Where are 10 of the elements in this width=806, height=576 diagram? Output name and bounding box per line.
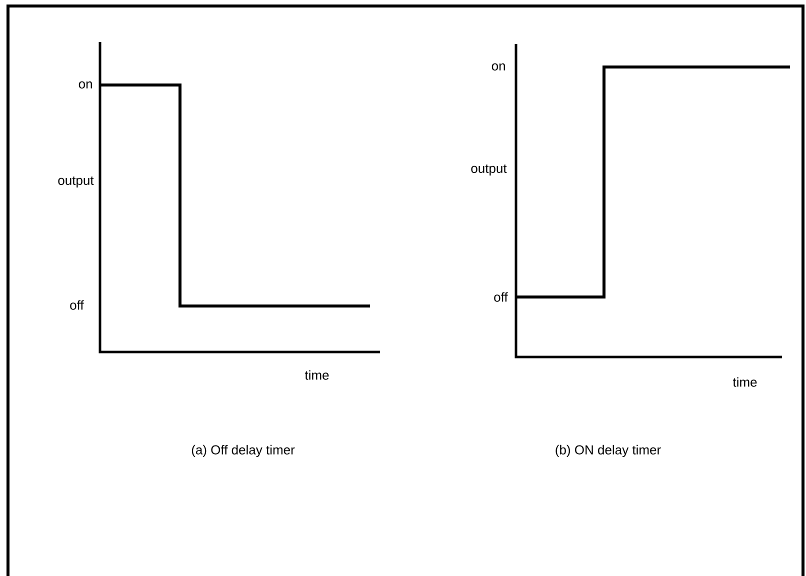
axis-label: on (78, 81, 92, 89)
axis-label: time (304, 370, 329, 380)
axis-label: time (732, 377, 757, 387)
axis-label: on (492, 63, 505, 71)
caption: (a) Off delay timer (192, 444, 295, 458)
axis-label: off (70, 300, 84, 310)
axis-label: output (471, 164, 507, 176)
axis-label: output (58, 176, 94, 188)
axis-label: off (494, 292, 508, 302)
caption: (b) ON delay timer (556, 444, 661, 458)
